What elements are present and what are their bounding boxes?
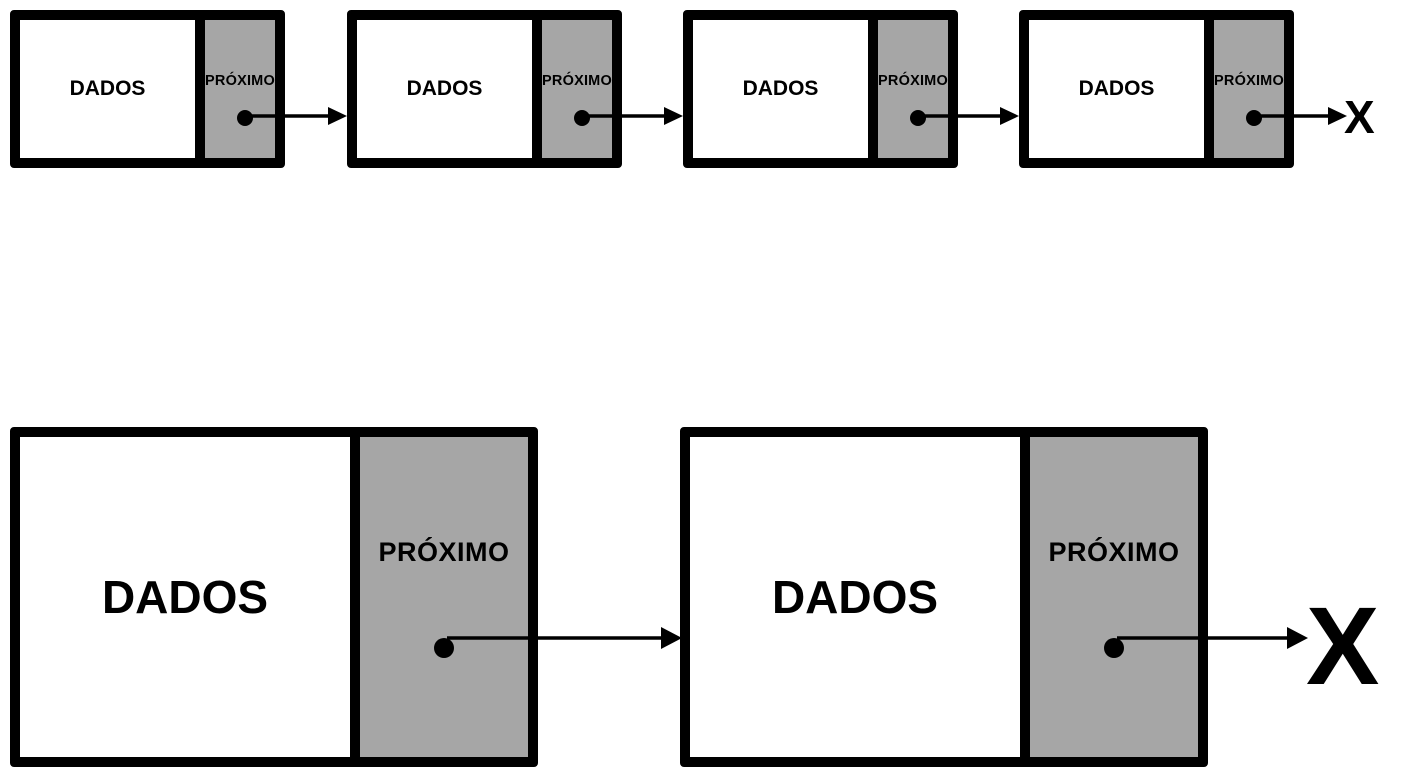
arrowhead-icon — [328, 107, 347, 125]
small-row-arrows — [240, 107, 1347, 125]
pointer-dot-icon — [434, 638, 454, 658]
node-next-pointer: PRÓXIMO — [350, 437, 528, 757]
small-node-1: DADOS PRÓXIMO — [10, 10, 285, 168]
node-next-label: PRÓXIMO — [378, 537, 510, 567]
small-node-4: DADOS PRÓXIMO — [1019, 10, 1294, 168]
node-next-pointer: PRÓXIMO — [195, 20, 275, 158]
node-data-field: DADOS — [20, 20, 195, 158]
node-next-label: PRÓXIMO — [542, 73, 612, 89]
pointer-dot-icon — [237, 110, 253, 126]
large-node-1: DADOS PRÓXIMO — [10, 427, 538, 767]
null-terminator-small: X — [1344, 91, 1375, 143]
node-next-label: PRÓXIMO — [1214, 73, 1284, 89]
arrowhead-icon — [1328, 107, 1347, 125]
pointer-dot-icon — [574, 110, 590, 126]
node-next-label: PRÓXIMO — [878, 73, 948, 89]
node-next-pointer: PRÓXIMO — [1020, 437, 1198, 757]
large-row-arrows — [447, 627, 1308, 649]
node-next-pointer: PRÓXIMO — [532, 20, 612, 158]
node-next-label: PRÓXIMO — [205, 73, 275, 89]
pointer-dot-icon — [910, 110, 926, 126]
node-next-label: PRÓXIMO — [1048, 537, 1180, 567]
node-data-field: DADOS — [20, 437, 350, 757]
large-node-2: DADOS PRÓXIMO — [680, 427, 1208, 767]
node-next-pointer: PRÓXIMO — [868, 20, 948, 158]
node-data-field: DADOS — [1029, 20, 1204, 158]
pointer-dot-icon — [1246, 110, 1262, 126]
node-data-field: DADOS — [357, 20, 532, 158]
small-node-2: DADOS PRÓXIMO — [347, 10, 622, 168]
node-data-field: DADOS — [690, 437, 1020, 757]
pointer-dot-icon — [1104, 638, 1124, 658]
node-data-field: DADOS — [693, 20, 868, 158]
arrowhead-icon — [1287, 627, 1308, 649]
null-terminator-large: X — [1306, 585, 1380, 708]
arrowhead-icon — [1000, 107, 1019, 125]
arrowhead-icon — [661, 627, 682, 649]
small-node-3: DADOS PRÓXIMO — [683, 10, 958, 168]
arrowhead-icon — [664, 107, 683, 125]
node-next-pointer: PRÓXIMO — [1204, 20, 1284, 158]
